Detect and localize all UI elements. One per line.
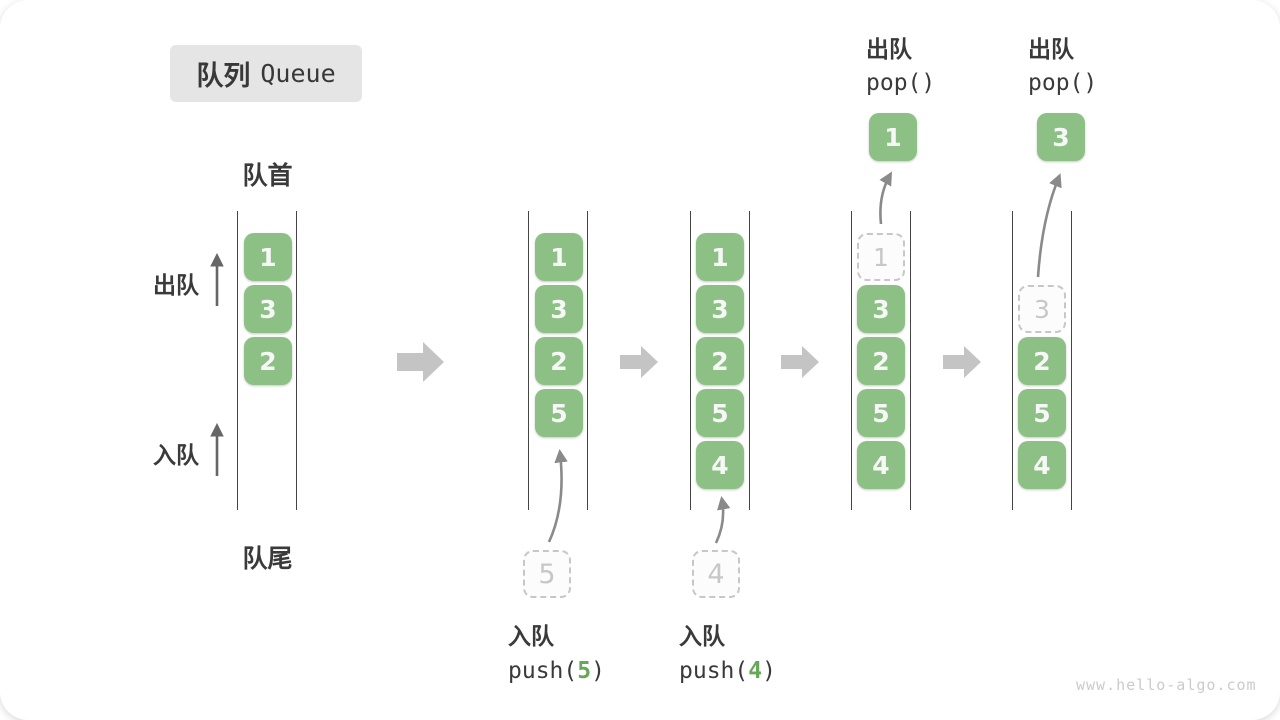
flow-arrow-icon <box>943 346 981 378</box>
queue1-element: 2 <box>244 337 292 385</box>
pop1-label-group: 出队 pop() <box>866 30 935 96</box>
queue4-element: 3 <box>857 285 905 333</box>
pop2-label-zh: 出队 <box>1028 37 1074 63</box>
title-en: Queue <box>260 59 336 88</box>
push4-code-close: ) <box>762 658 776 684</box>
push5-code-arg: 5 <box>577 658 592 684</box>
push4-label-group: 入队 push(4) <box>679 617 776 684</box>
queue4-element: 4 <box>857 441 905 489</box>
queue3-element: 5 <box>696 389 744 437</box>
queue5-element: 5 <box>1018 389 1066 437</box>
push4-label-zh: 入队 <box>679 624 725 650</box>
pop1-label-code: pop() <box>866 70 936 96</box>
queue4-popped-element: 1 <box>869 113 917 161</box>
push5-label-code: push(5) <box>508 658 605 684</box>
push5-code-open: push( <box>508 658 578 684</box>
queue1-element: 3 <box>244 285 292 333</box>
queue4-ghost-element: 1 <box>857 233 905 281</box>
queue2-element: 5 <box>535 389 583 437</box>
queue5-ghost-element: 3 <box>1018 285 1066 333</box>
queue5-element: 4 <box>1018 441 1066 489</box>
queue4-element: 2 <box>857 337 905 385</box>
push4-code-arg: 4 <box>748 658 763 684</box>
label-dequeue-side: 出队 <box>153 273 199 299</box>
queue3-element: 2 <box>696 337 744 385</box>
push5-label-zh: 入队 <box>508 624 554 650</box>
queue5-element: 2 <box>1018 337 1066 385</box>
title-zh: 队列 <box>196 61 251 92</box>
queue2-element: 1 <box>535 233 583 281</box>
queue3-incoming-element: 4 <box>692 550 740 598</box>
label-enqueue-side: 入队 <box>153 443 199 469</box>
push4-label-code: push(4) <box>679 658 776 684</box>
flow-arrow-icon <box>620 346 658 378</box>
title-badge: 队列 Queue <box>170 45 362 102</box>
pop2-label-group: 出队 pop() <box>1028 30 1097 96</box>
label-queue-rear: 队尾 <box>242 544 293 573</box>
queue-rails-state1 <box>237 211 297 510</box>
push4-code-open: push( <box>679 658 749 684</box>
queue3-element: 3 <box>696 285 744 333</box>
flow-arrow-icon <box>781 346 819 378</box>
queue2-element: 3 <box>535 285 583 333</box>
watermark: www.hello-algo.com <box>1076 676 1257 694</box>
queue-rails-state5 <box>1012 211 1072 510</box>
queue5-popped-element: 3 <box>1037 113 1085 161</box>
queue-rails-state2 <box>528 211 588 510</box>
pop1-label-zh: 出队 <box>866 37 912 63</box>
push5-code-close: ) <box>591 658 605 684</box>
flow-arrow-icon <box>397 342 444 382</box>
queue3-element: 1 <box>696 233 744 281</box>
queue3-element: 4 <box>696 441 744 489</box>
queue-rails-state3 <box>690 211 750 510</box>
queue4-element: 5 <box>857 389 905 437</box>
label-queue-front: 队首 <box>242 161 293 190</box>
queue2-incoming-element: 5 <box>523 550 571 598</box>
queue-rails-state4 <box>851 211 911 510</box>
push5-label-group: 入队 push(5) <box>508 617 605 684</box>
queue1-element: 1 <box>244 233 292 281</box>
pop2-label-code: pop() <box>1028 70 1098 96</box>
queue2-element: 2 <box>535 337 583 385</box>
